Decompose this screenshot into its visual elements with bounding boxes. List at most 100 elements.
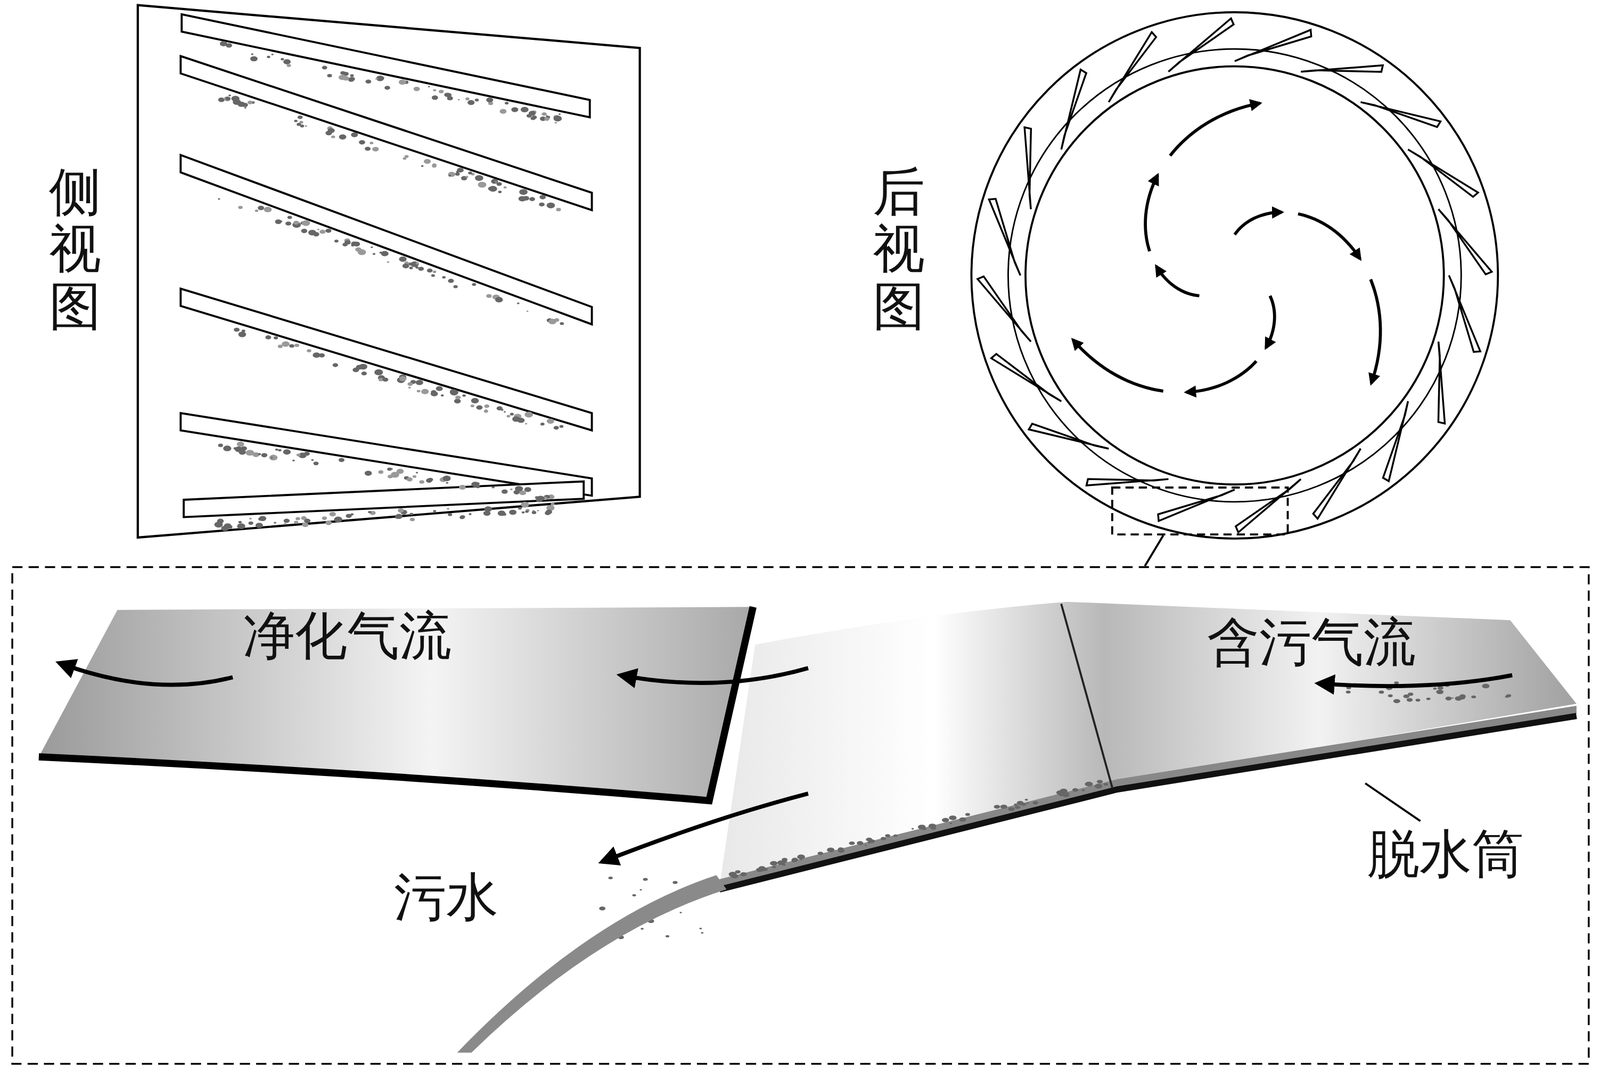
dirt-speck	[408, 386, 412, 389]
dirt-speck	[514, 486, 523, 492]
dirt-speck	[449, 389, 459, 396]
dirt-speck	[301, 522, 309, 528]
blade	[1168, 18, 1234, 72]
dirt-speck	[332, 363, 339, 367]
dirt-speck	[238, 206, 243, 210]
dirt-speck	[289, 344, 294, 349]
dirt-speck	[491, 486, 495, 489]
dirt-speck	[233, 447, 237, 450]
blade	[1024, 127, 1031, 210]
dirt-speck	[350, 241, 358, 247]
dirt-speck	[270, 457, 273, 459]
dirt-speck	[791, 858, 799, 863]
dirt-speck	[1103, 783, 1109, 786]
dirt-speck	[432, 510, 437, 513]
dirt-speck	[471, 283, 477, 286]
dirt-speck	[511, 107, 519, 112]
dirt-speck	[520, 502, 530, 508]
dirt-speck	[728, 872, 737, 877]
dirt-speck	[218, 444, 224, 448]
dirt-speck	[275, 448, 279, 451]
dirt-speck	[488, 185, 498, 192]
dirt-speck	[797, 854, 806, 860]
dirt-speck	[454, 398, 462, 404]
dirt-speck	[665, 935, 670, 938]
dirt-speck	[306, 349, 312, 353]
dirt-speck	[526, 113, 532, 118]
dirt-speck	[350, 132, 358, 138]
slat	[181, 14, 590, 118]
dirt-speck	[250, 56, 258, 62]
blade	[1158, 489, 1235, 522]
dirt-speck	[476, 482, 480, 486]
dirt-speck	[994, 805, 1001, 809]
dirt-speck	[1379, 691, 1385, 695]
dirt-speck	[865, 838, 873, 842]
dirt-speck	[518, 507, 522, 511]
dirt-speck	[483, 409, 489, 414]
drum-edge-dark	[719, 716, 1577, 890]
dirt-speck	[402, 263, 410, 269]
dirt-speck	[280, 58, 284, 61]
dirt-speck	[319, 230, 326, 235]
dirt-speck	[559, 322, 564, 325]
view-title: 后视图	[872, 163, 925, 336]
dirt-speck	[238, 521, 242, 524]
dirt-speck	[214, 521, 224, 528]
flow-label: 含污气流	[1207, 612, 1416, 673]
dirt-speck	[261, 453, 268, 458]
dirt-speck	[553, 425, 560, 430]
swirl-arrow	[1072, 339, 1164, 392]
dirt-speck	[245, 449, 255, 456]
blade	[1438, 341, 1445, 424]
dirt-speck	[442, 476, 451, 482]
dirt-speck	[445, 482, 449, 484]
dirt-speck	[1393, 699, 1401, 704]
dirt-speck	[283, 59, 291, 65]
dirt-speck	[1094, 784, 1103, 790]
dirt-speck	[380, 251, 389, 257]
dirt-speck	[536, 510, 539, 512]
dirt-speck	[1072, 788, 1079, 793]
dirt-speck	[1415, 699, 1421, 702]
dirt-speck	[340, 71, 346, 76]
dirt-speck	[919, 825, 924, 829]
dirt-speck	[421, 165, 424, 167]
dirt-speck	[1014, 806, 1021, 810]
dirt-speck	[431, 274, 436, 277]
detail-marker	[1112, 487, 1288, 535]
dirt-speck	[364, 470, 373, 476]
dirt-speck	[1445, 696, 1452, 701]
dirt-speck	[460, 515, 466, 519]
dirt-speck	[301, 220, 310, 227]
slat	[180, 154, 592, 325]
dirt-speck	[355, 364, 363, 370]
dirt-speck	[506, 414, 511, 418]
dirt-speck	[269, 454, 278, 461]
dirt-speck	[372, 146, 379, 152]
dirt-speck	[1026, 802, 1030, 805]
dirt-speck	[419, 480, 425, 484]
dirt-speck	[458, 485, 466, 490]
dirt-speck	[553, 115, 563, 122]
dirt-speck	[965, 813, 971, 817]
dirt-speck	[468, 171, 473, 175]
dirt-speck	[1032, 801, 1039, 805]
dirt-speck	[1388, 694, 1393, 698]
dirt-speck	[305, 125, 308, 127]
dirt-speck	[777, 860, 786, 866]
dirt-speck	[1471, 695, 1476, 699]
dirt-speck	[468, 513, 472, 516]
dirt-speck	[1402, 694, 1410, 699]
dirt-speck	[228, 94, 232, 97]
dirt-speck	[357, 249, 367, 256]
dirt-speck	[273, 336, 278, 340]
dirt-speck	[495, 297, 503, 303]
dirt-speck	[539, 194, 546, 200]
dirt-speck	[510, 488, 513, 491]
dirt-speck	[295, 517, 301, 521]
dirt-speck	[409, 518, 415, 522]
dirt-speck	[848, 841, 855, 846]
dirt-speck	[496, 406, 503, 411]
